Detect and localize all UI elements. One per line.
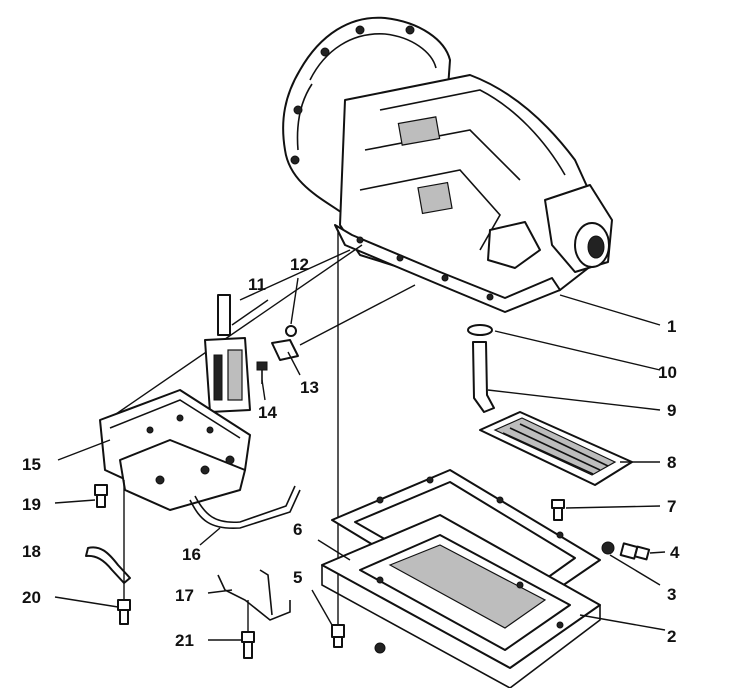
- bracket: [271, 339, 299, 361]
- bolt-19: [94, 484, 108, 508]
- seal-ring-small: [285, 325, 297, 337]
- solenoid-assembly: [204, 294, 251, 413]
- callout-2: 2: [667, 627, 676, 646]
- callout-7: 7: [667, 497, 676, 516]
- wiring-harness-edge: [194, 485, 296, 524]
- bolt-7: [551, 499, 565, 521]
- filter: [479, 411, 633, 486]
- callout-20: 20: [22, 588, 41, 607]
- filter-seal: [467, 324, 493, 336]
- callout-15: 15: [22, 455, 41, 474]
- transmission-housing: [282, 16, 613, 313]
- wiring-harness: [189, 489, 301, 530]
- callout-5: 5: [293, 568, 302, 587]
- lead-frame-tab: [259, 569, 273, 616]
- bolt-20: [117, 599, 131, 625]
- callout-9: 9: [667, 401, 676, 420]
- callout-21: 21: [175, 631, 194, 650]
- callout-8: 8: [667, 453, 676, 472]
- callout-3: 3: [667, 585, 676, 604]
- oil-pan: [321, 514, 601, 688]
- callout-12: 12: [290, 255, 309, 274]
- callout-18: 18: [22, 542, 41, 561]
- washer: [601, 541, 615, 555]
- callout-6: 6: [293, 520, 302, 539]
- filter-neck: [472, 341, 495, 413]
- bolt-21: [241, 631, 255, 659]
- callout-10: 10: [658, 363, 677, 382]
- callout-labels: 1 2 3 4 5 6 7 8 9 10 11 12 13 14 15 16 1…: [22, 255, 680, 650]
- guide-line-solenoid: [239, 249, 351, 301]
- guide-line-bracket: [299, 284, 416, 346]
- valve-body: [99, 389, 251, 511]
- drain-plug: [619, 542, 651, 561]
- callout-19: 19: [22, 495, 41, 514]
- callout-4: 4: [670, 543, 680, 562]
- callout-1: 1: [667, 317, 676, 336]
- screw-5: [331, 624, 345, 648]
- callout-16: 16: [182, 545, 201, 564]
- callout-14: 14: [258, 403, 277, 422]
- callout-11: 11: [248, 275, 266, 294]
- callout-13: 13: [300, 378, 319, 397]
- callout-17: 17: [175, 586, 194, 605]
- lead-frame: [217, 574, 291, 621]
- leader-lines: [54, 277, 666, 641]
